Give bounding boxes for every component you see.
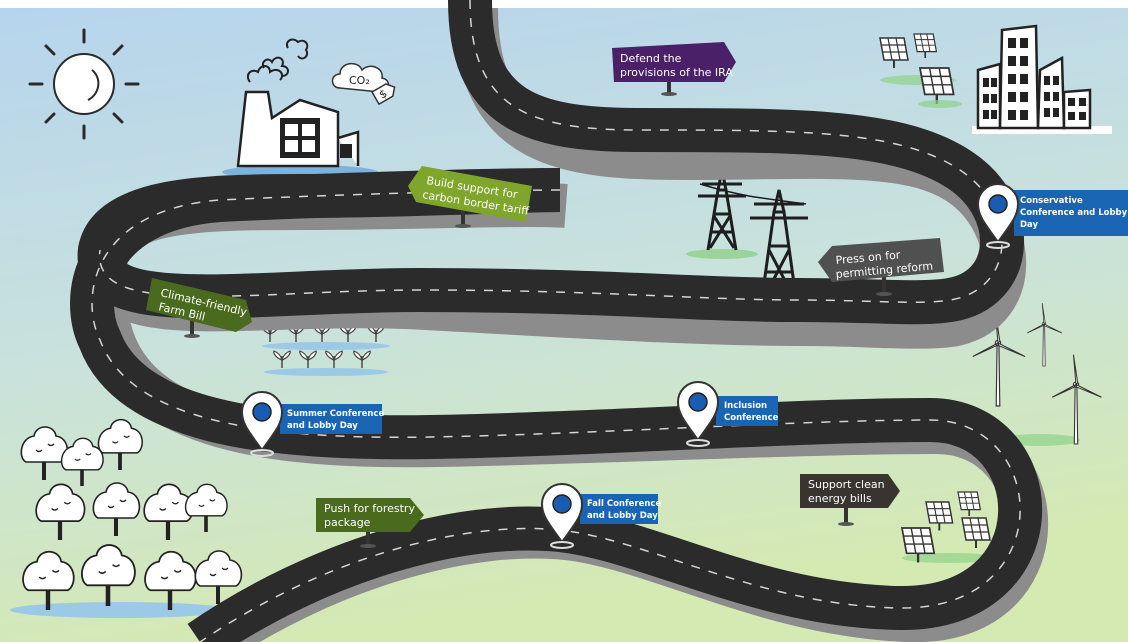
milestone-inclusion: Inclusion Conference bbox=[677, 381, 779, 447]
milestone-summer-line1: Summer Conference bbox=[287, 409, 384, 419]
tree-icon bbox=[10, 417, 244, 618]
sign-farm-bill: Climate-friendly Farm Bill bbox=[146, 278, 252, 338]
milestone-fall: Fall Conference and Lobby Day bbox=[541, 483, 661, 549]
milestone-inclusion-line2: Conference bbox=[724, 413, 779, 423]
sign-forestry-line1: Push for forestry bbox=[324, 502, 415, 515]
milestone-conservative-line3: Day bbox=[1020, 220, 1039, 230]
milestone-conservative-line2: Conference and Lobby bbox=[1020, 208, 1128, 218]
sign-defend-ira-line2: provisions of the IRA bbox=[620, 66, 733, 79]
milestone-conservative: Conservative Conference and Lobby Day bbox=[977, 183, 1128, 249]
city-buildings-icon bbox=[972, 24, 1112, 134]
milestone-inclusion-line1: Inclusion bbox=[724, 401, 767, 411]
solar-panel-icon bbox=[879, 33, 962, 108]
milestone-summer-line2: and Lobby Day bbox=[287, 421, 358, 431]
top-border bbox=[0, 0, 1128, 8]
sign-forestry: Push for forestry package bbox=[316, 498, 424, 548]
milestone-conservative-line1: Conservative bbox=[1020, 196, 1083, 206]
sign-clean-energy-line1: Support clean bbox=[808, 478, 885, 491]
sign-defend-ira-line1: Defend the bbox=[620, 52, 682, 65]
solar-panel-icon bbox=[900, 491, 998, 564]
sign-permitting-line1: Press on for bbox=[835, 248, 901, 267]
sign-forestry-line2: package bbox=[324, 516, 371, 529]
sign-clean-energy: Support clean energy bills bbox=[800, 474, 900, 526]
sign-clean-energy-line2: energy bills bbox=[808, 492, 872, 505]
milestone-fall-line2: and Lobby Day bbox=[587, 511, 658, 521]
co2-cloud-icon: CO₂ bbox=[331, 62, 390, 93]
price-tag-icon: $ bbox=[370, 83, 396, 106]
milestone-summer: Summer Conference and Lobby Day bbox=[241, 391, 384, 457]
milestone-fall-line1: Fall Conference bbox=[587, 499, 661, 509]
sun-icon bbox=[28, 28, 140, 140]
sign-defend-ira: Defend the provisions of the IRA bbox=[612, 42, 736, 96]
co2-label: CO₂ bbox=[349, 74, 370, 87]
